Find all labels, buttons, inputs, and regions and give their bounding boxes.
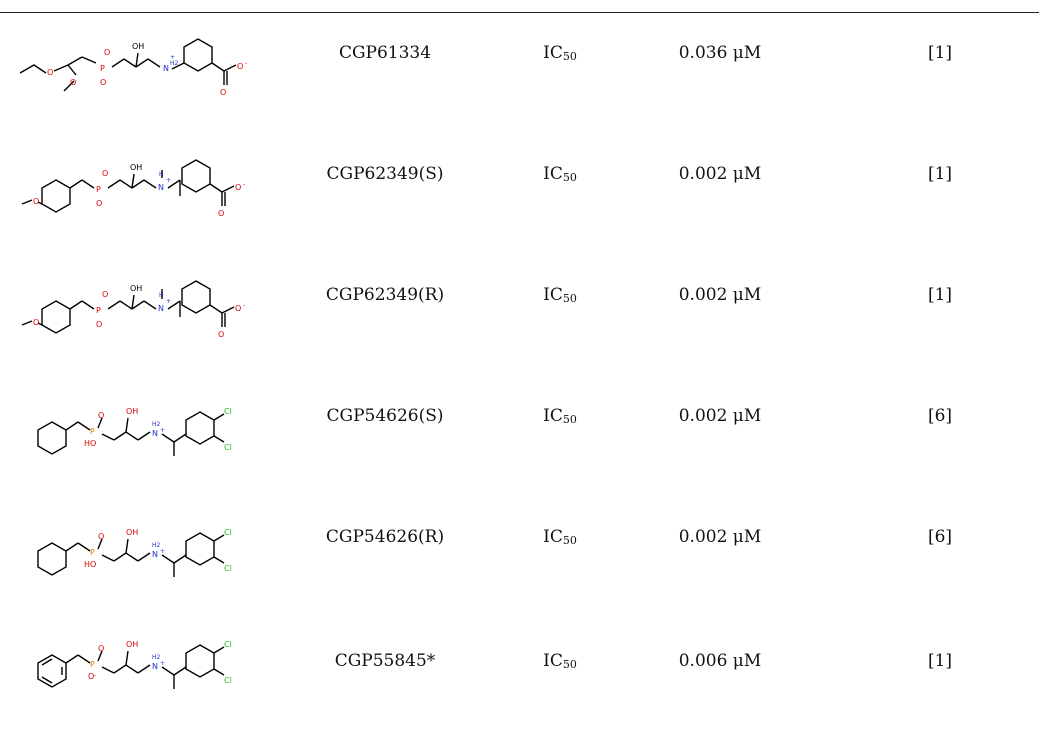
reference: [1] [927, 285, 953, 305]
svg-text:Cl: Cl [224, 640, 232, 649]
svg-text:O: O [104, 48, 110, 57]
svg-text:O: O [96, 320, 102, 329]
svg-text:O: O [102, 169, 108, 178]
svg-text:O: O [218, 330, 224, 339]
svg-text:N: N [158, 304, 164, 313]
measure-type: IC50 [543, 164, 577, 184]
compound-name: CGP54626(S) [326, 406, 444, 426]
compound-name: CGP61334 [338, 43, 432, 63]
svg-text:O: O [237, 62, 243, 71]
svg-text:H2: H2 [170, 60, 179, 67]
svg-text:+: + [170, 54, 175, 61]
svg-text:HO: HO [84, 439, 96, 448]
reference: [6] [927, 406, 953, 426]
svg-text:Cl: Cl [224, 676, 232, 685]
svg-text:+: + [166, 298, 171, 305]
svg-text:P: P [90, 427, 95, 436]
svg-text:O: O [98, 532, 104, 541]
measure-value: 0.002 μM [678, 164, 762, 184]
compound-name: CGP55845* [334, 651, 436, 671]
svg-text:O: O [33, 318, 39, 327]
svg-text:OH: OH [130, 163, 142, 172]
svg-text:OH: OH [132, 42, 144, 51]
table-row: O OH O P O N H + O O - CGP62349(S) IC50 … [0, 146, 1039, 266]
svg-text:+: + [166, 177, 171, 184]
measure-type: IC50 [543, 285, 577, 305]
structure-cgp62349-r: O OH O P O N H + O O - [21, 280, 245, 339]
svg-text:H: H [159, 292, 164, 299]
svg-text:N: N [152, 550, 158, 559]
table-row: O OH P HO N H2 + Cl Cl CGP54626(S) IC50 … [0, 388, 1039, 508]
measure-value: 0.002 μM [678, 527, 762, 547]
svg-text:O: O [88, 672, 94, 681]
compound-name: CGP54626(R) [325, 527, 445, 547]
svg-text:+: + [160, 548, 165, 555]
reference: [1] [927, 164, 953, 184]
svg-text:H2: H2 [152, 542, 161, 549]
svg-text:N: N [158, 183, 164, 192]
measure-type: IC50 [543, 43, 577, 63]
table-row: O OH P O - N H2 + Cl Cl CGP55845* IC50 0… [0, 621, 1039, 741]
svg-text:O: O [33, 197, 39, 206]
svg-text:O: O [98, 411, 104, 420]
svg-text:O: O [47, 68, 53, 77]
svg-text:-: - [94, 672, 96, 679]
measure-value: 0.002 μM [678, 406, 762, 426]
svg-text:O: O [70, 78, 76, 87]
table-row: O OH P HO N H2 + Cl Cl CGP54626(R) IC50 … [0, 509, 1039, 629]
measure-type: IC50 [543, 527, 577, 547]
svg-text:N: N [152, 429, 158, 438]
svg-text:O: O [235, 183, 241, 192]
measure-type: IC50 [543, 406, 577, 426]
table-row: O OH O O P O N H2 + O O - CGP61334 IC50 … [0, 25, 1039, 145]
table-row: O OH O P O N H + O O - CGP62349(R) IC50 … [0, 267, 1039, 387]
svg-text:-: - [243, 302, 245, 309]
table-top-rule [0, 12, 1039, 13]
svg-text:+: + [160, 660, 165, 667]
svg-text:O: O [220, 88, 226, 97]
svg-text:OH: OH [126, 640, 138, 649]
svg-text:O: O [100, 78, 106, 87]
svg-text:P: P [96, 185, 101, 194]
structure-cgp61334: O OH O O P O N H2 + O O - [19, 38, 247, 97]
svg-text:+: + [160, 427, 165, 434]
compound-name: CGP62349(S) [326, 164, 444, 184]
svg-text:-: - [243, 181, 245, 188]
svg-text:O: O [96, 199, 102, 208]
svg-text:H: H [159, 171, 164, 178]
svg-text:H2: H2 [152, 654, 161, 661]
svg-text:OH: OH [126, 528, 138, 537]
svg-text:N: N [152, 662, 158, 671]
measure-value: 0.036 μM [678, 43, 762, 63]
svg-text:H2: H2 [152, 421, 161, 428]
reference: [6] [927, 527, 953, 547]
svg-text:P: P [96, 306, 101, 315]
svg-text:O: O [235, 304, 241, 313]
svg-text:HO: HO [84, 560, 96, 569]
svg-text:-: - [245, 60, 247, 67]
structure-cgp55845: O OH P O - N H2 + Cl Cl [37, 640, 232, 689]
svg-text:N: N [163, 64, 169, 73]
structure-cgp54626-s: O OH P HO N H2 + Cl Cl [37, 407, 232, 456]
svg-text:OH: OH [126, 407, 138, 416]
reference: [1] [927, 43, 953, 63]
svg-text:Cl: Cl [224, 407, 232, 416]
svg-text:P: P [90, 660, 95, 669]
svg-text:O: O [102, 290, 108, 299]
svg-text:Cl: Cl [224, 528, 232, 537]
svg-text:Cl: Cl [224, 443, 232, 452]
svg-text:OH: OH [130, 284, 142, 293]
svg-text:P: P [90, 548, 95, 557]
measure-value: 0.006 μM [678, 651, 762, 671]
structure-cgp62349-s: O OH O P O N H + O O - [21, 159, 245, 218]
svg-text:Cl: Cl [224, 564, 232, 573]
svg-text:O: O [98, 644, 104, 653]
measure-type: IC50 [543, 651, 577, 671]
compound-name: CGP62349(R) [325, 285, 445, 305]
reference: [1] [927, 651, 953, 671]
svg-text:O: O [218, 209, 224, 218]
measure-value: 0.002 μM [678, 285, 762, 305]
svg-text:P: P [100, 64, 105, 73]
structure-cgp54626-r: O OH P HO N H2 + Cl Cl [37, 528, 232, 577]
